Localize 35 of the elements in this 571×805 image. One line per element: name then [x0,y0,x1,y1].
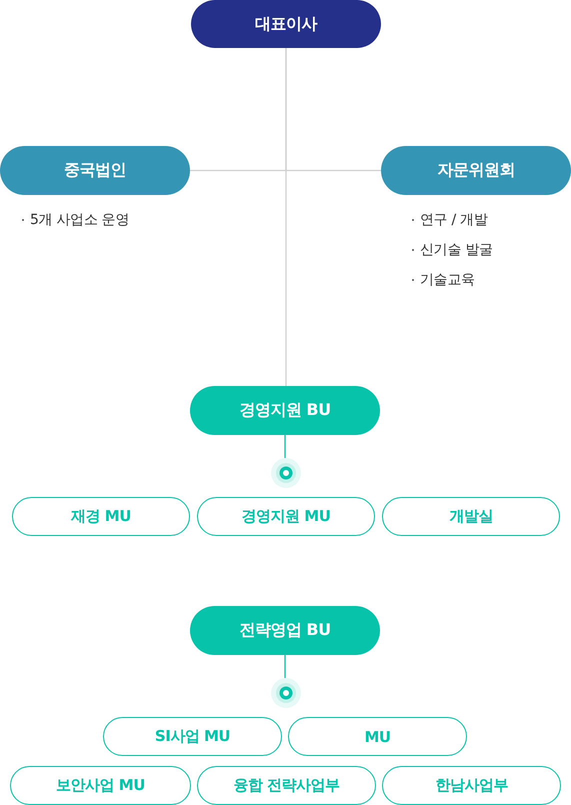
department-label: MU [364,728,391,746]
department-pill [190,606,380,655]
department-label: 개발실 [449,507,493,526]
unit-pill [382,766,561,805]
bullet-item: 기술교육 [420,272,475,288]
connector-line [285,48,287,386]
department-label: 중국법인 [64,160,126,181]
bullet-item: 연구 / 개발 [420,212,488,228]
department-label: 융합 전략사업부 [233,776,340,795]
department-pill [381,146,571,195]
junction-dot-icon [271,458,301,488]
unit-pill [103,717,282,756]
connector-line [284,655,286,678]
department-label: 재경 MU [71,507,131,526]
connector-line [284,435,286,458]
department-label: 자문위원회 [437,160,515,181]
department-label: 경영지원 MU [242,507,330,526]
department-pill [191,0,381,48]
unit-pill [382,497,560,536]
unit-pill [12,497,190,536]
junction-dot-icon [271,678,301,708]
department-label: 대표이사 [255,14,317,34]
bullet-item: 5개 사업소 운영 [30,212,130,228]
department-label: 경영지원 BU [239,400,331,421]
department-label: SI사업 MU [154,727,230,746]
unit-pill [197,766,376,805]
unit-pill [288,717,467,756]
unit-pill [197,497,375,536]
department-pill [190,386,380,435]
unit-pill [10,766,191,805]
department-label: 전략영업 BU [239,620,331,641]
department-pill [0,146,190,195]
bullet-item: 신기술 발굴 [420,242,493,258]
department-label: 보안사업 MU [56,776,145,795]
department-label: 한남사업부 [435,776,508,795]
